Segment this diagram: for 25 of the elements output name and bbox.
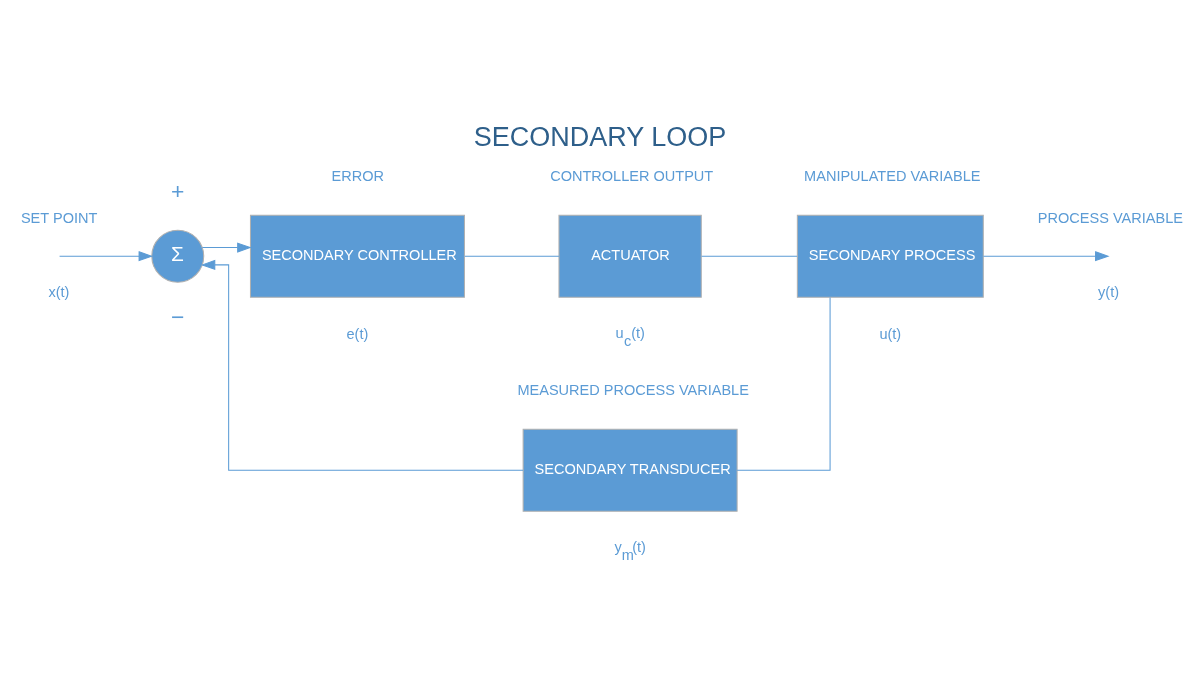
- label: u(t): [879, 325, 902, 342]
- label: y(t): [1098, 283, 1120, 300]
- connector: [736, 296, 831, 471]
- node-box: ACTUATOR: [558, 214, 702, 298]
- arrow: [982, 250, 1110, 261]
- label: MEASURED PROCESS VARIABLE: [517, 381, 749, 398]
- arrow: [59, 250, 154, 261]
- label: CONTROLLER OUTPUT: [550, 167, 714, 184]
- label: e(t): [346, 325, 369, 342]
- node-box: SECONDARY TRANSDUCER: [522, 428, 738, 512]
- connector: [701, 255, 798, 257]
- label: SET POINT: [20, 209, 98, 226]
- node-box: SECONDARY PROCESS: [796, 214, 984, 298]
- arrow: [201, 241, 252, 253]
- label: +: [171, 177, 185, 204]
- label: ERROR: [331, 167, 384, 184]
- label: −: [171, 303, 185, 330]
- label: MANIPULATED VARIABLE: [804, 167, 981, 184]
- arrow: [200, 259, 524, 471]
- node-box: SECONDARY CONTROLLER: [249, 214, 465, 298]
- label: x(t): [48, 283, 70, 300]
- diagram-title: SECONDARY LOOP: [473, 121, 727, 152]
- node-circle: Σ: [151, 229, 205, 283]
- connector: [464, 255, 560, 257]
- label: PROCESS VARIABLE: [1037, 209, 1183, 226]
